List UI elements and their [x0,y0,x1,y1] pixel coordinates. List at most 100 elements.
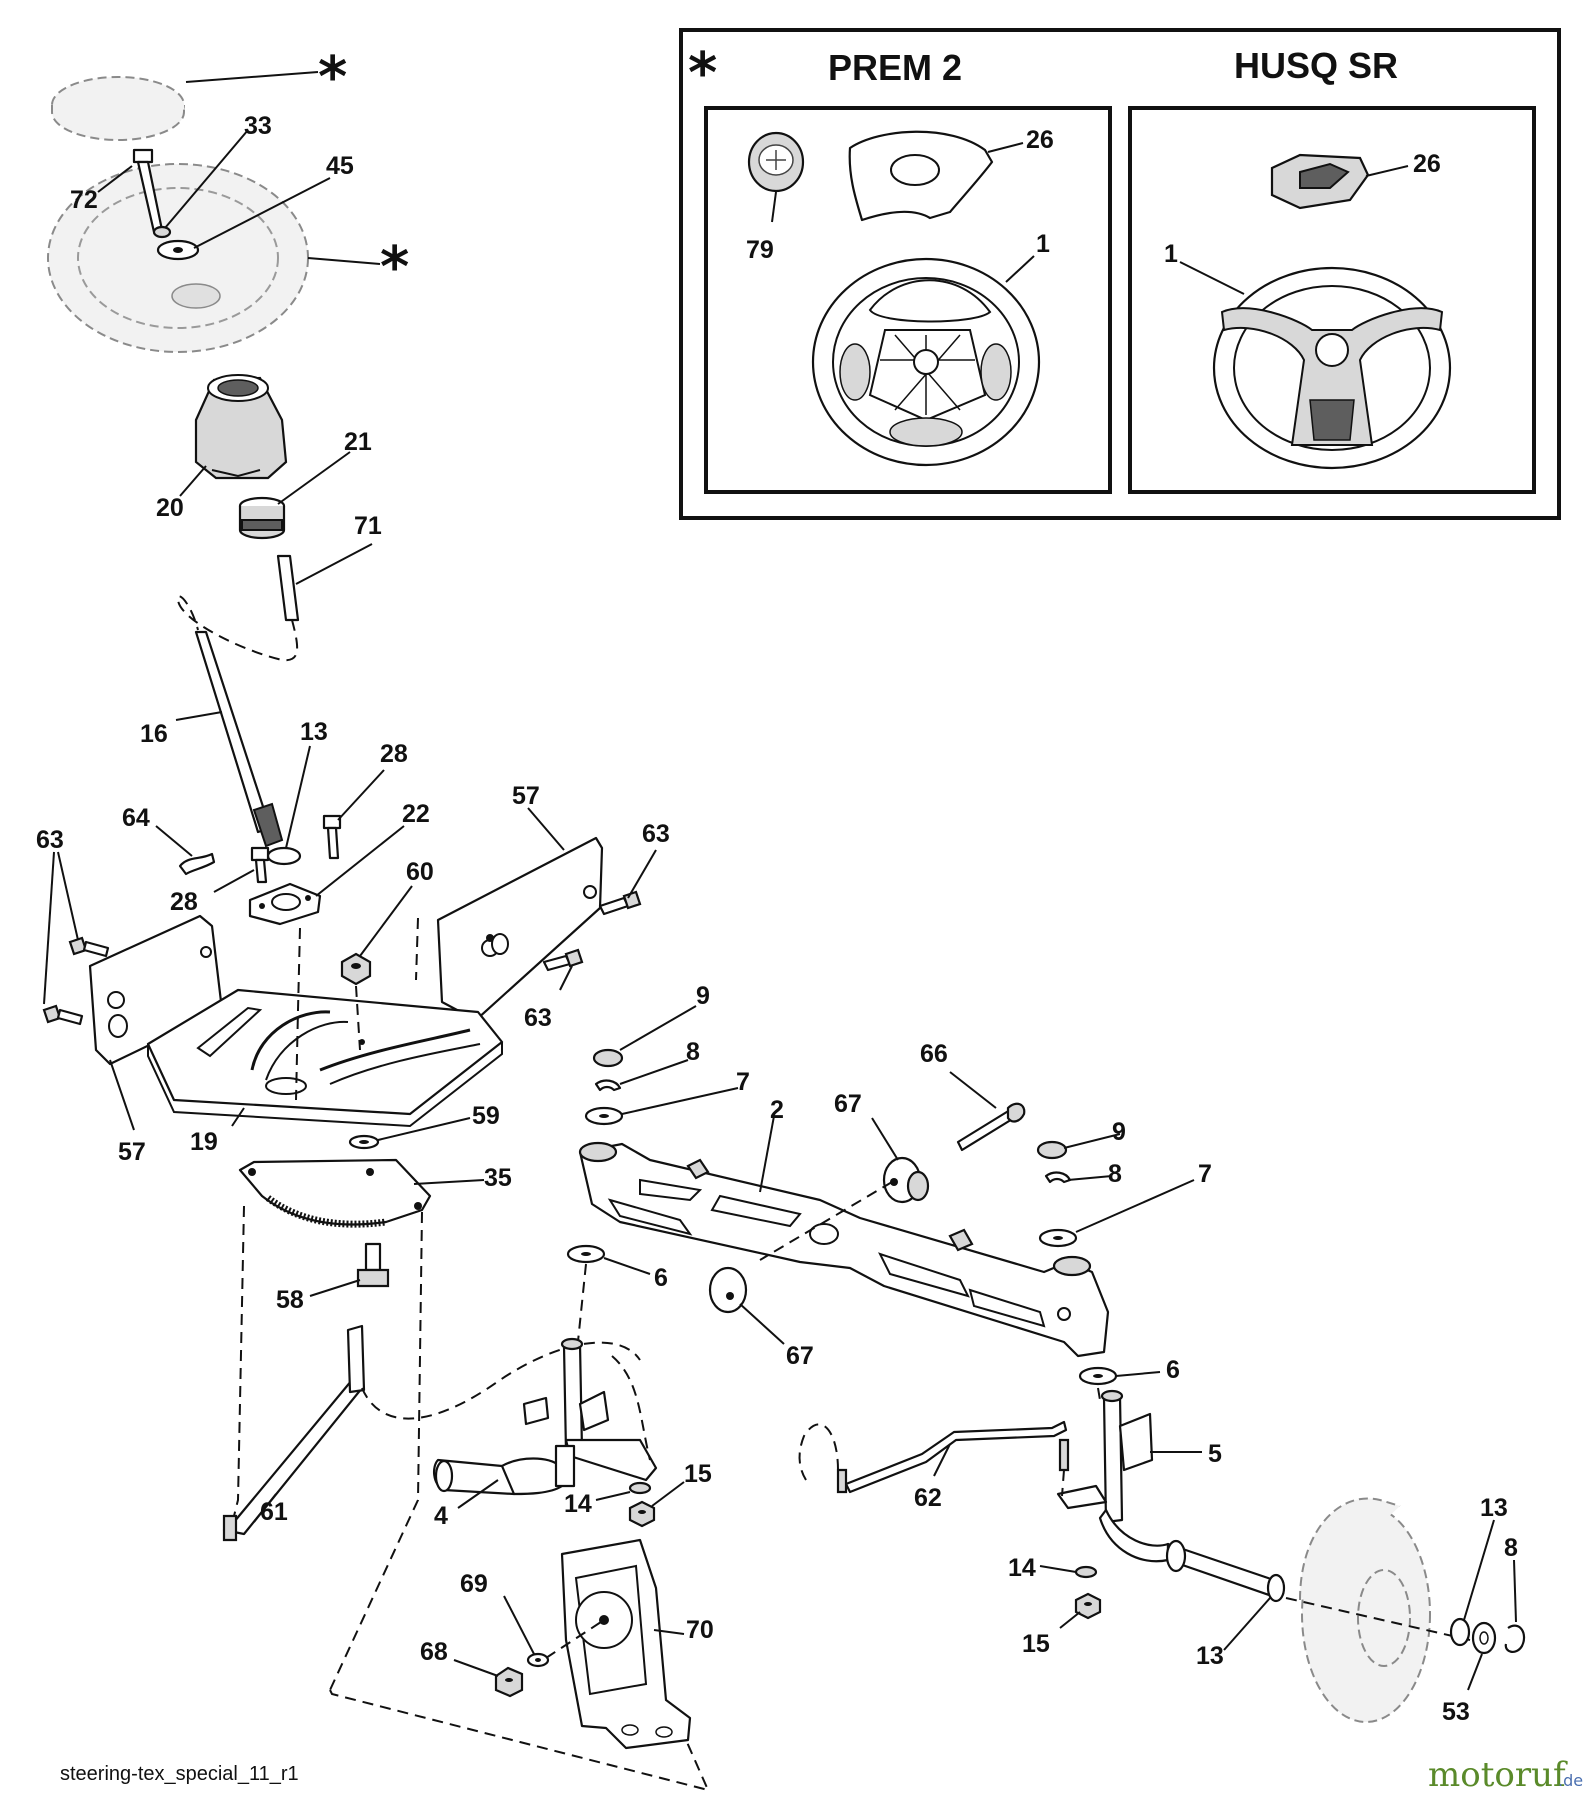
callout-72: 72 [70,186,98,214]
callout-15-left: 15 [684,1460,712,1488]
callout-13: 13 [300,718,328,746]
callout-60: 60 [406,858,434,886]
bracket-plate-57-right [436,836,604,1022]
callout-2: 2 [770,1096,784,1124]
inset-header-prem2: PREM 2 [828,47,962,88]
front-axle-2 [578,1141,1110,1358]
shoulder-bolt-58 [356,1242,390,1288]
screw-63-right-lower [542,948,584,972]
callout-6-left: 6 [654,1264,668,1292]
callout-67-upper: 67 [834,1090,862,1118]
flange-bearing-22 [248,882,322,926]
front-axle-assembly: 9 8 7 2 [566,982,1212,1401]
hex-nut-60 [340,952,372,986]
callout-5: 5 [1208,1440,1222,1468]
callout-13-outer: 13 [1480,1494,1508,1522]
callout-22: 22 [402,800,430,828]
watermark-brand: motoruf [1428,1755,1568,1795]
callout-61: 61 [260,1498,288,1526]
inset-frame [679,28,1561,520]
drag-link-61 [222,1324,366,1542]
front-wheel-hardware: 13 13 53 8 [1196,1494,1526,1726]
mounting-plate-19 [146,988,504,1128]
support-plate-70 [560,1538,692,1750]
callout-6-right: 6 [1166,1356,1180,1384]
callout-14-left: 14 [564,1490,592,1518]
retainer-8-right [1044,1171,1072,1184]
callout-21: 21 [344,428,372,456]
screw-28-lower [250,846,270,884]
steering-column-assembly: * * 72 33 45 20 [47,45,434,986]
steering-bracket-assembly: 57 63 63 63 [36,782,670,1691]
steering-wheel-husq-icon [1212,266,1452,470]
callout-79: 79 [746,236,774,264]
callout-20: 20 [156,494,184,522]
callout-28-upper: 28 [380,740,408,768]
callout-67-lower: 67 [786,1342,814,1370]
callout-57-right: 57 [512,782,540,810]
washer-13-outer [1449,1617,1471,1647]
alternate-wheel-inset: * PREM 2 HUSQ SR [679,28,1561,520]
inset-star-marker: * [688,41,717,106]
lock-washer-33 [152,225,172,239]
callout-28-lower: 28 [170,888,198,916]
spacer-67-upper [882,1156,930,1204]
steering-console-20 [194,374,288,480]
callout-1: 1 [1036,230,1050,258]
callout-9-right: 9 [1112,1118,1126,1146]
retaining-clip-64 [178,852,216,876]
left-spindle-4 [432,1337,658,1496]
drawing-reference-label: steering-tex_special_11_r1 [60,1763,299,1785]
right-spindle-5 [1056,1389,1276,1598]
panel-frame-prem2 [704,106,1112,494]
hub-cover-husq-icon [1270,153,1370,210]
callout-1-husq: 1 [1164,240,1178,268]
lock-nut-15-right [1074,1592,1102,1620]
tie-rod-62 [836,1420,1070,1494]
callout-71: 71 [354,512,382,540]
callout-8-right: 8 [1108,1160,1122,1188]
flange-nut-68 [494,1666,524,1698]
steering-adapter-21 [238,496,286,540]
panel-frame-husq-sr [1128,106,1536,494]
bushing-13 [266,846,302,866]
alt-marker-1: * [318,45,347,110]
alt-marker-2: * [380,235,409,300]
callout-62: 62 [914,1484,942,1512]
pivot-bolt-66 [956,1102,1026,1152]
callout-15-right: 15 [1022,1630,1050,1658]
callout-66: 66 [920,1040,948,1068]
spindle-assemblies: 4 14 15 5 [432,1337,1276,1658]
callout-70: 70 [686,1616,714,1644]
washer-14-left [628,1481,652,1495]
steering-shaft-16 [194,630,284,848]
screw-63-right-upper [598,890,642,916]
callout-63-left: 63 [36,826,64,854]
roll-pin-71 [276,554,300,622]
callout-26: 26 [1026,126,1054,154]
bolt-72 [132,148,164,234]
cap-9-left [592,1048,624,1068]
callout-58: 58 [276,1286,304,1314]
callout-57-left: 57 [118,1138,146,1166]
retainer-clip-8 [1504,1624,1526,1653]
inset-panel-prem2: 79 26 1 [704,106,1112,494]
callout-26-husq: 26 [1413,150,1441,178]
screw-63-left-lower [42,1004,84,1026]
callout-19: 19 [190,1128,218,1156]
cap-9-right [1036,1140,1068,1160]
retainer-8-left [594,1079,622,1092]
callout-13-inner: 13 [1196,1642,1224,1670]
callout-63-right-lower: 63 [524,1004,552,1032]
steering-wheel-prem2-icon [811,257,1041,467]
inset-header-husq-sr: HUSQ SR [1234,45,1398,86]
watermark-logo: motoruf .de [1428,1755,1583,1795]
screw-28-upper [322,814,342,860]
spacer-67-lower [708,1266,748,1314]
callout-7-right: 7 [1198,1160,1212,1188]
watermark-suffix: .de [1558,1771,1583,1790]
callout-69: 69 [460,1570,488,1598]
lock-nut-15-left [628,1500,656,1528]
screw-63-left-upper [68,936,110,958]
